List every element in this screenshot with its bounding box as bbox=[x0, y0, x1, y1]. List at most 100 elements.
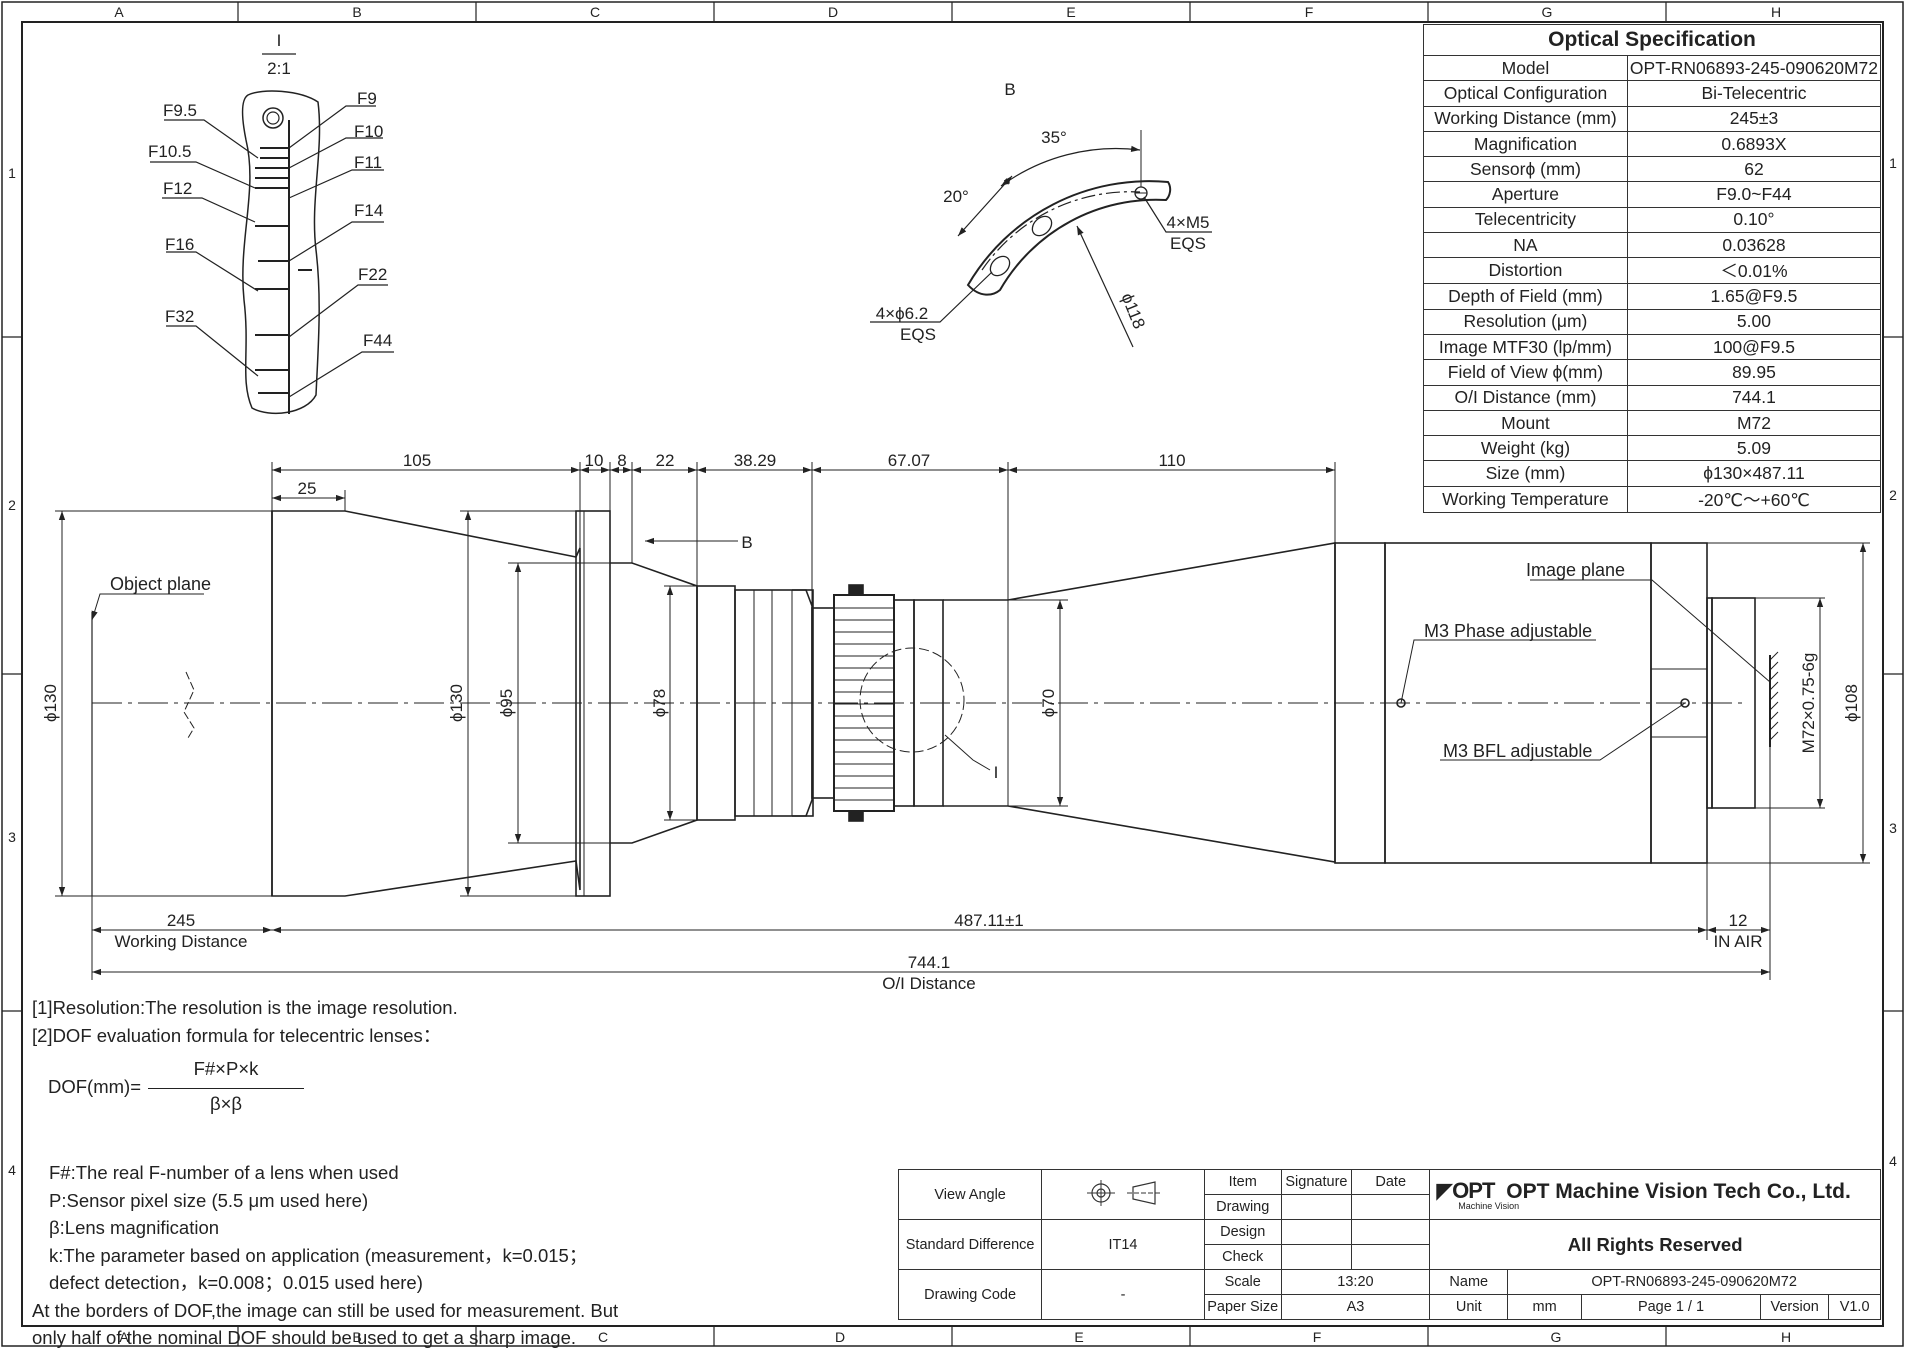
all-rights-reserved: All Rights Reserved bbox=[1429, 1219, 1881, 1270]
col-label: B bbox=[352, 4, 361, 20]
note-dof: [2]DOF evaluation formula for telecentri… bbox=[32, 1024, 442, 1046]
note-border2: only half of the nominal DOF should be u… bbox=[32, 1327, 577, 1348]
f-label: F32 bbox=[165, 307, 194, 326]
spec-row: Size (mm)ϕ130×487.11 bbox=[1423, 460, 1882, 487]
col-label: B bbox=[352, 1329, 361, 1345]
f-label: F12 bbox=[163, 179, 192, 198]
unit-value: mm bbox=[1507, 1294, 1582, 1320]
company-name: OPT Machine Vision Tech Co., Ltd. bbox=[1506, 1180, 1851, 1203]
spec-key: Optical Configuration bbox=[1423, 80, 1628, 107]
std-diff-value: IT14 bbox=[1041, 1219, 1205, 1270]
dim-wd-label: Working Distance bbox=[115, 932, 248, 951]
logo-sub: Machine Vision bbox=[1458, 1201, 1520, 1211]
formula-numerator: F#×P×k bbox=[193, 1058, 259, 1079]
spec-value: 100@F9.5 bbox=[1626, 333, 1882, 361]
dia-95: ϕ95 bbox=[497, 689, 516, 717]
spec-key: Mount bbox=[1423, 409, 1628, 437]
thread-m72: M72×0.75-6g bbox=[1799, 653, 1818, 754]
col-label: G bbox=[1542, 4, 1553, 20]
formula-lhs: DOF(mm)= bbox=[48, 1076, 141, 1097]
hole-m5: 4×M5 bbox=[1167, 213, 1210, 232]
col-label: A bbox=[114, 4, 124, 20]
col-label: H bbox=[1781, 1329, 1791, 1345]
bfl-adjustable-label: M3 BFL adjustable bbox=[1443, 741, 1592, 761]
dia-130-left: ϕ130 bbox=[41, 684, 60, 722]
detail-i-scale: 2:1 bbox=[267, 59, 291, 78]
spec-value: F9.0~F44 bbox=[1626, 181, 1882, 208]
dim-25: 25 bbox=[298, 479, 317, 498]
check-date bbox=[1351, 1244, 1431, 1270]
spec-key: Working Temperature bbox=[1423, 485, 1628, 513]
dim-oi-label: O/I Distance bbox=[882, 974, 976, 993]
spec-key: Telecentricity bbox=[1423, 206, 1628, 234]
spec-value: 0.03628 bbox=[1626, 232, 1882, 259]
dimension-lines bbox=[55, 462, 1870, 980]
col-label: C bbox=[598, 1329, 608, 1345]
spec-key: Field of View ϕ(mm) bbox=[1423, 359, 1628, 386]
dia-108: ϕ108 bbox=[1842, 684, 1861, 722]
f-label: F16 bbox=[165, 235, 194, 254]
check-row-label: Check bbox=[1203, 1244, 1282, 1270]
spec-row: Depth of Field (mm)1.65@F9.5 bbox=[1423, 283, 1882, 310]
detail-b: B 35° 20° 4×M5 EQS 4×ϕ6.2 EQS ϕ118 bbox=[870, 80, 1212, 348]
detail-i-ref: I bbox=[994, 763, 999, 782]
note-border: At the borders of DOF,the image can stil… bbox=[32, 1299, 619, 1321]
note-pixel: P:Sensor pixel size (5.5 μm used here) bbox=[49, 1189, 369, 1211]
spec-key: Distortion bbox=[1423, 257, 1628, 285]
col-label: F bbox=[1313, 1329, 1322, 1345]
dim-110: 110 bbox=[1158, 451, 1185, 470]
spec-value: ϕ130×487.11 bbox=[1626, 460, 1882, 487]
item-header: Item bbox=[1203, 1169, 1282, 1195]
spec-key: Sensorϕ (mm) bbox=[1423, 156, 1628, 183]
dimension-texts: 105 25 10 8 22 38.29 67.07 110 ϕ130 ϕ130… bbox=[41, 451, 1861, 993]
dia-70: ϕ70 bbox=[1039, 689, 1058, 717]
notes: [1]Resolution:The resolution is the imag… bbox=[32, 994, 692, 1352]
detail-i-title: I bbox=[277, 31, 282, 50]
spec-row: Working Distance (mm)245±3 bbox=[1423, 105, 1882, 132]
f-label: F11 bbox=[354, 153, 382, 172]
view-angle-label: View Angle bbox=[897, 1169, 1043, 1220]
spec-value: OPT-RN06893-245-090620M72 bbox=[1626, 54, 1882, 82]
spec-value: 0.10° bbox=[1626, 206, 1882, 234]
image-plane-label: Image plane bbox=[1526, 560, 1625, 580]
version-value: V1.0 bbox=[1828, 1294, 1881, 1320]
design-row-label: Design bbox=[1203, 1219, 1282, 1245]
scale-label: Scale bbox=[1203, 1269, 1282, 1295]
check-signature bbox=[1280, 1244, 1353, 1270]
spec-row: O/I Distance (mm)744.1 bbox=[1423, 384, 1882, 411]
detail-i: I 2:1 F9 bbox=[148, 31, 394, 415]
drawing-row-label: Drawing bbox=[1203, 1194, 1282, 1220]
spec-value: 5.00 bbox=[1626, 308, 1882, 335]
f-label: F10.5 bbox=[148, 142, 191, 161]
spec-title: Optical Specification bbox=[1423, 24, 1881, 56]
spec-value: ＜0.01% bbox=[1626, 257, 1882, 285]
spec-value: 62 bbox=[1626, 156, 1882, 183]
name-value: OPT-RN06893-245-090620M72 bbox=[1507, 1269, 1881, 1295]
design-signature bbox=[1280, 1219, 1353, 1245]
dim-22: 22 bbox=[656, 451, 675, 470]
date-header: Date bbox=[1351, 1169, 1431, 1195]
spec-key: Depth of Field (mm) bbox=[1423, 283, 1628, 310]
phase-adjustable-label: M3 Phase adjustable bbox=[1424, 621, 1592, 641]
dim-38: 38.29 bbox=[734, 451, 777, 470]
spec-row: Sensorϕ (mm)62 bbox=[1423, 156, 1882, 183]
dia-118: ϕ118 bbox=[1117, 290, 1148, 331]
spec-value: 744.1 bbox=[1626, 384, 1882, 411]
dim-67: 67.07 bbox=[888, 451, 931, 470]
col-label: F bbox=[1305, 4, 1314, 20]
spec-key: Magnification bbox=[1423, 130, 1628, 158]
note-resolution: [1]Resolution:The resolution is the imag… bbox=[32, 997, 458, 1018]
design-date bbox=[1351, 1219, 1431, 1245]
row-label: 2 bbox=[1889, 487, 1897, 503]
spec-key: Working Distance (mm) bbox=[1423, 105, 1628, 132]
unit-label: Unit bbox=[1429, 1294, 1509, 1320]
spec-key: Resolution (μm) bbox=[1423, 308, 1628, 335]
row-label: 1 bbox=[8, 165, 16, 181]
dof-formula: DOF(mm)= F#×P×k β×β bbox=[48, 1058, 304, 1118]
spec-row: Working Temperature-20℃～+60℃ bbox=[1423, 485, 1882, 513]
